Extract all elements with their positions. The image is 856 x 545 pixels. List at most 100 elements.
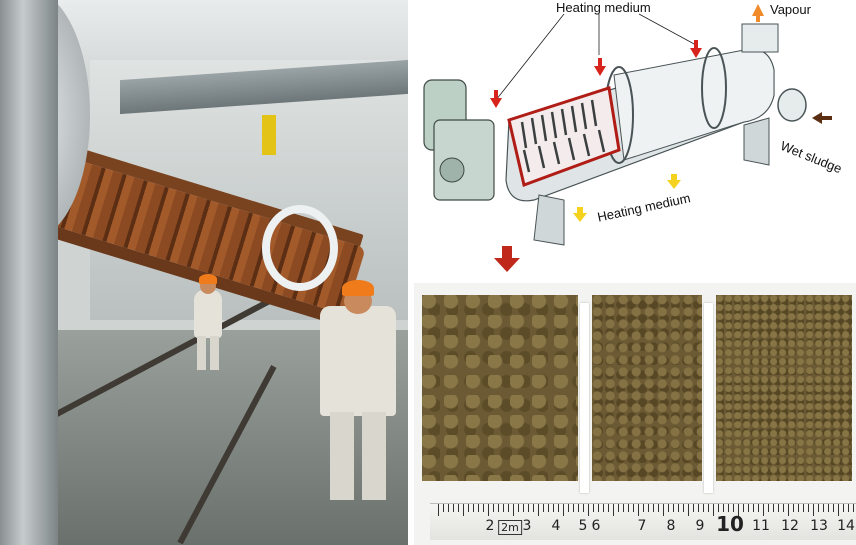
ruler-tick xyxy=(473,504,474,512)
gearbox xyxy=(433,119,495,201)
ruler-tick xyxy=(453,504,454,512)
ruler-tick xyxy=(608,504,609,512)
ruler-tick xyxy=(588,504,589,516)
ruler-number: 6 xyxy=(591,518,601,534)
ruler-tick xyxy=(448,504,449,512)
ruler-tick xyxy=(673,504,674,512)
ruler-tick xyxy=(853,504,854,512)
gear-cover xyxy=(439,157,465,183)
ruler-tick xyxy=(738,504,739,516)
ruler-tick xyxy=(538,504,539,516)
paddle-dryer-illustration xyxy=(423,4,832,272)
ruler-tick xyxy=(438,504,439,516)
crane-hook xyxy=(262,115,276,155)
dried-sludge-samples-photo: 2 2m 3 4 5 6 7 8 9 10 11 12 13 14 xyxy=(414,283,856,545)
ruler-tick xyxy=(688,504,689,516)
ruler-tick xyxy=(548,504,549,512)
ruler-tick xyxy=(578,504,579,512)
ruler-number: 13 xyxy=(810,518,828,534)
ruler-tick xyxy=(498,504,499,512)
ruler-tick xyxy=(663,504,664,516)
wet-sludge-arrow xyxy=(812,112,832,124)
ruler-number: 7 xyxy=(637,518,647,534)
ruler-tick xyxy=(703,504,704,512)
ruler-tick xyxy=(468,504,469,512)
ruler-tick xyxy=(763,504,764,516)
ruler-marking: 2m xyxy=(498,520,522,535)
sample-coarse-granules xyxy=(422,295,578,481)
ruler-tick xyxy=(503,504,504,512)
worker-near xyxy=(312,278,404,508)
ruler-tick xyxy=(478,504,479,512)
ruler-tick xyxy=(813,504,814,516)
ruler-tick xyxy=(848,504,849,512)
ruler-tick xyxy=(493,504,494,512)
ruler-tick xyxy=(683,504,684,512)
ruler-tick xyxy=(743,504,744,512)
ruler-tick xyxy=(843,504,844,512)
sample-divider xyxy=(704,303,713,493)
ruler-tick xyxy=(643,504,644,512)
ruler-tick xyxy=(558,504,559,512)
ruler-tick xyxy=(728,504,729,512)
support-leg xyxy=(743,117,770,166)
ruler-tick xyxy=(758,504,759,512)
measuring-ruler: 2 2m 3 4 5 6 7 8 9 10 11 12 13 14 xyxy=(430,503,856,540)
ruler-tick xyxy=(618,504,619,512)
ruler-tick xyxy=(563,504,564,516)
ruler-tick xyxy=(518,504,519,512)
ruler-tick xyxy=(768,504,769,512)
label-heating-medium-top: Heating medium xyxy=(556,0,651,15)
heating-inlet-arrow xyxy=(490,90,502,108)
flange-ring xyxy=(701,47,727,129)
ruler-tick xyxy=(593,504,594,512)
ruler-tick xyxy=(568,504,569,512)
ruler-number: 3 xyxy=(522,518,532,534)
ruler-tick xyxy=(723,504,724,512)
ruler-tick xyxy=(598,504,599,512)
ruler-tick xyxy=(628,504,629,512)
sample-divider xyxy=(580,303,589,493)
ruler-tick xyxy=(528,504,529,512)
ruler-tick xyxy=(458,504,459,512)
ruler-tick xyxy=(613,504,614,516)
cutaway-interior xyxy=(507,86,621,187)
ruler-tick xyxy=(633,504,634,512)
ruler-tick xyxy=(583,504,584,512)
ruler-tick xyxy=(713,504,714,516)
ruler-tick xyxy=(833,504,834,512)
ruler-tick xyxy=(603,504,604,512)
ruler-tick xyxy=(808,504,809,512)
ruler-number: 11 xyxy=(752,518,770,534)
vapour-outlet xyxy=(741,23,779,53)
ruler-number: 12 xyxy=(781,518,799,534)
ruler-tick xyxy=(463,504,464,516)
ruler-number: 5 xyxy=(578,518,588,534)
ruler-tick xyxy=(778,504,779,512)
ruler-number: 4 xyxy=(551,518,561,534)
ruler-tick xyxy=(718,504,719,512)
ruler-tick xyxy=(668,504,669,512)
ruler-tick xyxy=(533,504,534,512)
ruler-tick xyxy=(748,504,749,512)
paddle-blades xyxy=(520,99,606,173)
ruler-number: 2 xyxy=(485,518,495,534)
rotor-end-ring xyxy=(262,205,338,291)
heating-outlet-arrow xyxy=(667,174,681,189)
ruler-tick xyxy=(483,504,484,512)
ruler-tick xyxy=(623,504,624,512)
ruler-tick xyxy=(658,504,659,512)
ruler-tick xyxy=(823,504,824,512)
ruler-tick xyxy=(648,504,649,512)
support-leg xyxy=(533,194,565,246)
steel-frame-column xyxy=(0,0,58,545)
ruler-tick xyxy=(753,504,754,512)
heating-inlet-arrow xyxy=(690,40,702,58)
wet-sludge-inlet xyxy=(777,88,807,122)
ruler-tick xyxy=(788,504,789,516)
ruler-tick xyxy=(793,504,794,512)
paddle-dryer-diagram: Heating medium Vapour Wet sludge Heating… xyxy=(414,0,856,275)
ruler-tick xyxy=(818,504,819,512)
heating-outlet-arrow xyxy=(573,207,587,222)
ruler-tick xyxy=(543,504,544,512)
